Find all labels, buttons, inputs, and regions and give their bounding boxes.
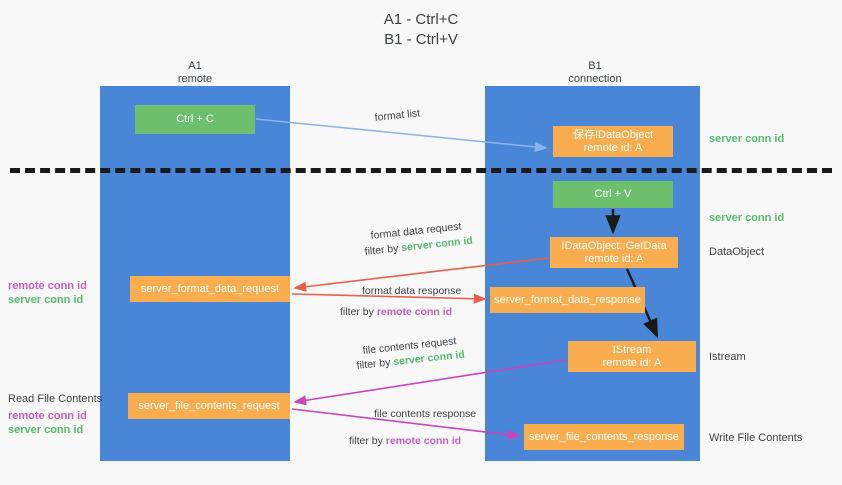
node-server-file-contents-request[interactable]: server_file_contents_request	[128, 393, 290, 419]
left-label-conn-ids-1: remote conn id server conn id	[8, 279, 100, 307]
node-server-file-contents-response[interactable]: server_file_contents_response	[524, 424, 684, 450]
node-istream[interactable]: IStream remote id: A	[568, 341, 696, 372]
caption-format-data-response-filter: filter by remote conn id	[340, 305, 452, 319]
filter-value-remote-conn-id: remote conn id	[376, 306, 453, 318]
filter-prefix: filter by	[340, 306, 377, 318]
label-write-file-contents: Write File Contents	[709, 432, 803, 444]
caption-format-list: format list	[374, 107, 421, 124]
label-server-conn-id-top: server conn id	[709, 133, 785, 145]
caption-file-contents-response-filter: filter by remote conn id	[349, 434, 461, 448]
node-server-format-data-response[interactable]: server_format_data_response	[490, 287, 645, 313]
clipboard-boundary-divider	[10, 168, 832, 173]
node-ctrl-v[interactable]: Ctrl + V	[553, 181, 673, 208]
node-save-idataobject[interactable]: 保存IDataObject remote id: A	[553, 126, 673, 157]
left-label-read-file-title: Read File Contents	[8, 393, 103, 405]
page-title: A1 - Ctrl+C B1 - Ctrl+V	[383, 11, 459, 48]
left-label-remote-conn-id-2: remote conn id	[8, 410, 87, 422]
column-header-b1: B1 connection	[568, 60, 622, 85]
left-label-server-conn-id-1: server conn id	[8, 294, 84, 306]
left-label-server-conn-id-2: server conn id	[8, 424, 84, 436]
left-label-read-file-contents: Read File Contents remote conn id server…	[8, 392, 108, 437]
left-label-remote-conn-id-1: remote conn id	[8, 280, 87, 292]
label-server-conn-id-mid: server conn id	[709, 212, 785, 224]
label-istream: Istream	[709, 351, 746, 363]
node-server-format-data-request[interactable]: server_format_data_request	[130, 276, 290, 302]
column-header-a1: A1 remote	[177, 60, 213, 85]
filter-prefix: filter by	[349, 435, 386, 447]
filter-prefix: filter by	[364, 242, 402, 258]
caption-format-data-response: format data response	[362, 285, 462, 297]
filter-value-remote-conn-id: remote conn id	[385, 435, 462, 447]
filter-prefix: filter by	[356, 356, 394, 372]
node-ctrl-c[interactable]: Ctrl + C	[135, 105, 255, 134]
caption-file-contents-response: file contents response	[374, 408, 477, 420]
node-idataobject-getdata[interactable]: IDataObject::GetData remote id: A	[550, 237, 678, 268]
label-dataobject: DataObject	[709, 246, 765, 258]
